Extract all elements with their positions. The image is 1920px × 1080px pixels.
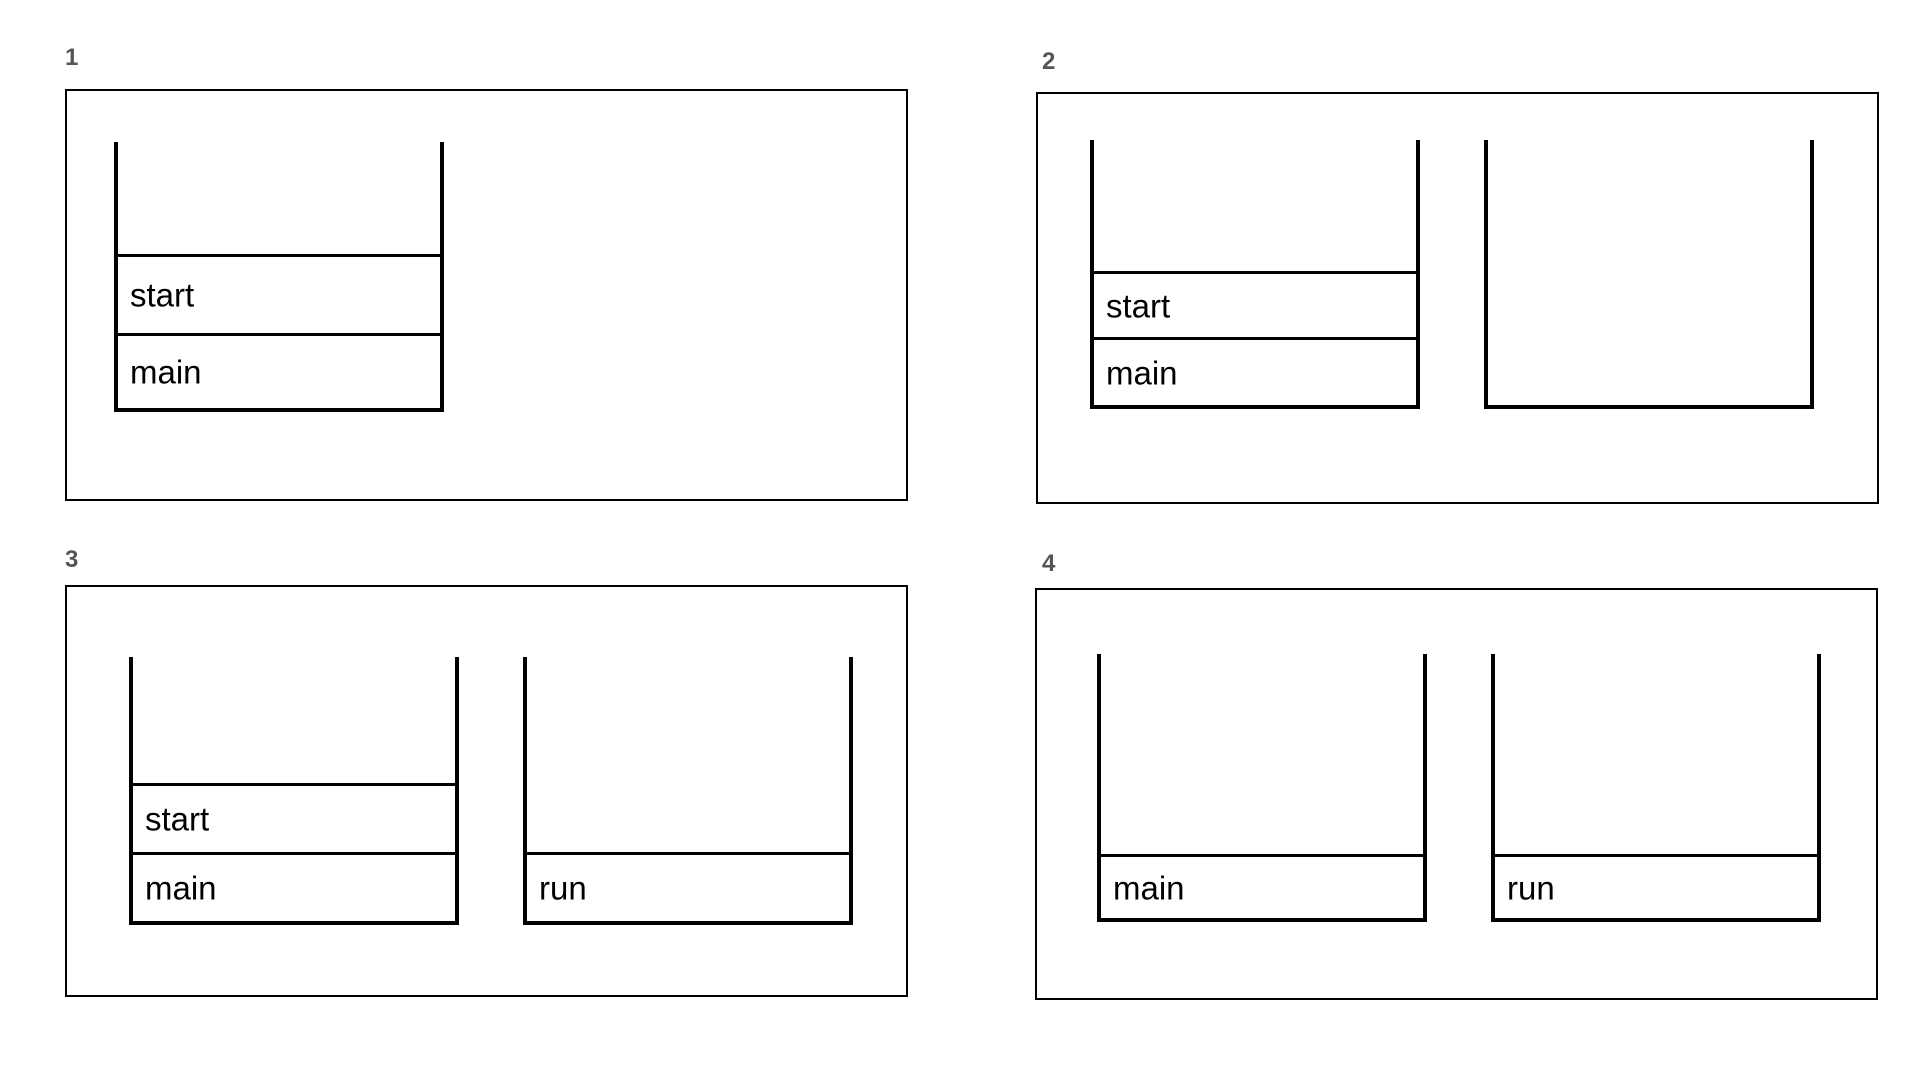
panel-3-frame [65,585,908,997]
stack-frame-label: main [1106,354,1178,391]
stack-frame: main [1101,854,1423,918]
stack-frame: start [133,783,455,852]
stack-frame: main [133,852,455,921]
stack-frame-label: run [1507,869,1555,906]
call-stack: start main [114,142,444,412]
call-stack: main [1097,654,1427,922]
call-stack: run [1491,654,1821,922]
panel-number: 2 [1042,48,1056,75]
stack-frame-label: main [130,353,202,391]
call-stack: start main [1090,140,1420,409]
stack-frame-label: start [130,276,195,314]
stack-frame-label: run [539,869,587,907]
panel-number: 4 [1042,550,1056,577]
panel-4-frame [1035,588,1878,1000]
panel-number: 1 [65,44,79,71]
stack-frame-label: main [1113,869,1185,906]
stack-frame: run [527,852,849,921]
call-stack: run [523,657,853,925]
panel-2-frame [1036,92,1879,504]
panel-number: 3 [65,546,79,573]
stack-frame-label: start [145,800,210,838]
stack-frame: main [1094,337,1416,405]
stack-frame: main [118,333,440,408]
stack-frame: run [1495,854,1817,918]
stack-frame: start [1094,271,1416,337]
call-stack-empty [1484,140,1814,409]
call-stack: start main [129,657,459,925]
stack-frame: start [118,254,440,333]
stack-frame-label: start [1106,287,1171,324]
panel-1-frame [65,89,908,501]
stack-frame-label: main [145,869,217,907]
